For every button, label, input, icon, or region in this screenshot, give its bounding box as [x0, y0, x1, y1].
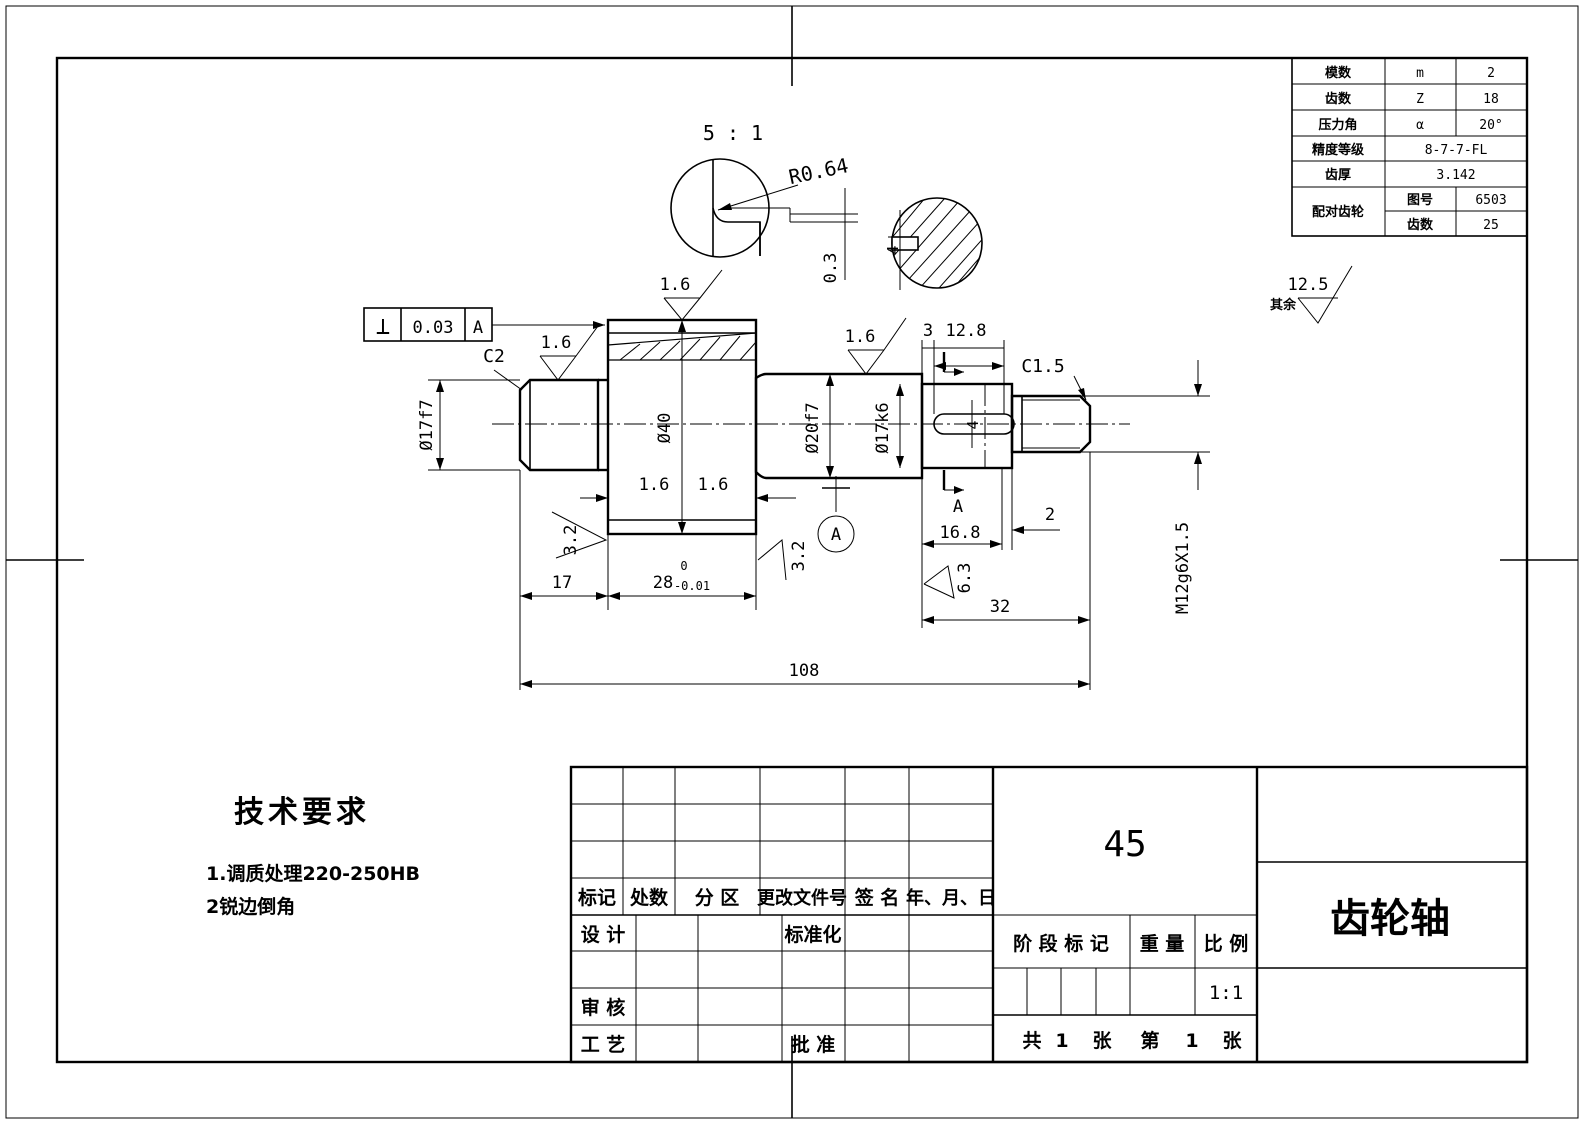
label-design: 设 计 [581, 924, 626, 946]
dim-1-6-right: 1.6 [698, 475, 729, 495]
dim-2: 2 [1045, 505, 1055, 525]
dim-dia-right: Ø17k6 [873, 402, 893, 453]
material: 45 [1103, 824, 1146, 865]
label-review: 审 核 [581, 996, 626, 1019]
param-value-tooth-thickness: 3.142 [1436, 168, 1475, 183]
header-count: 处数 [629, 886, 669, 909]
label-process: 工 艺 [581, 1034, 626, 1056]
dim-28-lower: -0.01 [674, 579, 710, 593]
param-name-teeth: 齿数 [1325, 91, 1352, 107]
geometric-tolerance-frame: ⊥ 0.03 A [363, 307, 605, 342]
gear-parameter-table: 模数 m 2 齿数 Z 18 压力角 α 20° 精度等级 8-7-7-FL 齿… [1291, 57, 1528, 237]
sheet-unit-2: 张 [1222, 1030, 1242, 1052]
tolerance-symbol: ⊥ [376, 312, 390, 340]
detail-view: 5 : 1 R0.64 0.3 [670, 121, 858, 284]
label-approve: 批 准 [791, 1034, 836, 1056]
dim-16-8: 16.8 [940, 523, 981, 543]
header-mark: 标记 [578, 887, 616, 909]
roughness-6-3: 6.3 [955, 563, 975, 594]
detail-radius: R0.64 [787, 153, 851, 189]
dim-3: 3 [923, 321, 933, 341]
mating-drawing-no: 6503 [1475, 193, 1506, 208]
tolerance-value: 0.03 [413, 318, 454, 338]
dim-32: 32 [990, 597, 1010, 617]
section-keyway-width: 4 [884, 245, 902, 254]
dim-dia-mid: Ø20f7 [803, 402, 823, 453]
header-date: 年、月、日 [906, 887, 996, 909]
param-symbol-pressure-angle: α [1416, 118, 1424, 133]
dim-dia-gear: Ø40 [655, 413, 675, 444]
label-stage-mark: 阶 段 标 记 [1013, 932, 1109, 955]
sheet-no: 1 [1185, 1030, 1198, 1052]
tech-req-title: 技术要求 [234, 795, 370, 830]
scale-value: 1:1 [1209, 982, 1243, 1004]
section-cut-label: A [953, 497, 963, 517]
label-weight: 重 量 [1140, 933, 1185, 955]
dim-1-6-left: 1.6 [639, 475, 670, 495]
sheet-total: 1 [1055, 1030, 1068, 1052]
roughness-symbols: 1.6 1.6 1.6 3.2 3.2 6.3 [539, 269, 975, 599]
chamfer-left: C2 [483, 346, 505, 367]
mating-teeth-label: 齿数 [1407, 217, 1434, 233]
default-roughness-value: 12.5 [1288, 275, 1329, 295]
param-value-teeth: 18 [1483, 92, 1499, 107]
default-roughness-note: 其余 [1270, 297, 1297, 313]
dim-28: 28 [653, 573, 673, 593]
sheet-total-label: 共 [1022, 1030, 1041, 1052]
part-name: 齿轮轴 [1330, 896, 1450, 942]
param-name-pressure-angle: 压力角 [1318, 117, 1357, 133]
detail-depth: 0.3 [821, 253, 841, 284]
label-standardize: 标准化 [784, 923, 841, 946]
dim-thread: M12g6X1.5 [1173, 522, 1193, 614]
param-symbol-module: m [1416, 66, 1424, 81]
param-name-accuracy: 精度等级 [1312, 142, 1365, 158]
header-signature: 签 名 [854, 886, 900, 909]
dim-12-8: 12.8 [946, 321, 987, 341]
section-view: 4 [884, 197, 983, 290]
mating-teeth: 25 [1483, 218, 1499, 233]
default-roughness: 12.5 其余 [1270, 265, 1353, 324]
param-symbol-teeth: Z [1416, 92, 1424, 107]
detail-scale: 5 : 1 [703, 121, 763, 145]
roughness-gear-top: 1.6 [660, 275, 691, 295]
dimensions: Ø17f7 Ø40 Ø20f7 Ø17k6 4 M12g6X1.5 [417, 320, 1210, 690]
technical-requirements: 技术要求 1.调质处理220-250HB 2锐边倒角 [206, 795, 420, 918]
label-scale: 比 例 [1204, 932, 1249, 955]
param-value-module: 2 [1487, 66, 1495, 81]
roughness-3-2-right: 3.2 [789, 541, 809, 572]
datum-label: A [831, 525, 841, 545]
dim-key-width: 4 [964, 420, 982, 429]
param-value-accuracy: 8-7-7-FL [1425, 143, 1488, 158]
title-block: 标记 处数 分 区 更改文件号 签 名 年、月、日 设 计 标准化 审 核 工 … [569, 765, 1529, 1064]
tech-req-item-2: 2锐边倒角 [206, 895, 295, 918]
sheet-unit: 张 [1092, 1030, 1112, 1052]
header-zone: 分 区 [695, 887, 740, 909]
param-name-tooth-thickness: 齿厚 [1325, 167, 1351, 183]
sheet-no-label: 第 [1140, 1029, 1159, 1052]
dim-28-upper: 0 [680, 559, 687, 573]
header-change-doc: 更改文件号 [757, 887, 847, 909]
tech-req-item-1: 1.调质处理220-250HB [206, 862, 420, 885]
tolerance-datum: A [473, 318, 483, 338]
dim-17: 17 [552, 573, 572, 593]
param-value-pressure-angle: 20° [1479, 118, 1502, 133]
roughness-mid: 1.6 [845, 327, 876, 347]
dim-108: 108 [789, 661, 820, 681]
roughness-3-2-left: 3.2 [561, 525, 581, 556]
param-name-module: 模数 [1325, 65, 1352, 81]
dim-dia-left: Ø17f7 [417, 399, 437, 450]
mating-drawing-no-label: 图号 [1407, 193, 1433, 208]
roughness-left-journal: 1.6 [541, 333, 572, 353]
chamfer-right: C1.5 [1021, 356, 1064, 377]
mating-gear-label: 配对齿轮 [1312, 204, 1364, 220]
